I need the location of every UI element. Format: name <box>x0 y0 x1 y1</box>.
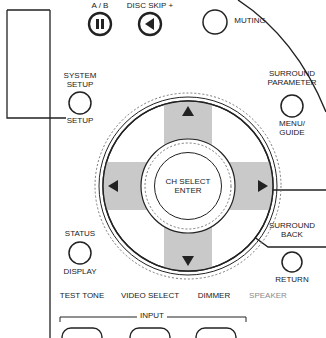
button-label: SETUP <box>60 117 100 126</box>
button-label: VIDEO SELECT <box>115 292 185 301</box>
button-label: DISC SKIP + <box>120 2 180 11</box>
button-label: DIMMER <box>189 292 239 301</box>
button-label: INPUT <box>137 312 167 321</box>
button-label: TEST TONE <box>52 292 112 301</box>
enter-button: CH SELECT ENTER <box>154 152 222 220</box>
button-label: SURROUND BACK <box>267 222 317 240</box>
button-label: SPEAKER <box>243 292 293 301</box>
button-label: RETURN <box>269 276 315 285</box>
button-label: MENU/ GUIDE <box>274 120 310 138</box>
button-label: SURROUND PARAMETER <box>267 70 317 88</box>
button-label: DISPLAY <box>57 268 103 277</box>
button-label: MUTING <box>228 17 272 26</box>
button-label: STATUS <box>58 230 102 239</box>
button-label: A / B <box>80 2 120 11</box>
button-label: CH SELECT ENTER <box>165 177 211 195</box>
button-label: SYSTEM SETUP <box>57 72 103 90</box>
button-text-holder: CH SELECT ENTER <box>165 177 211 195</box>
